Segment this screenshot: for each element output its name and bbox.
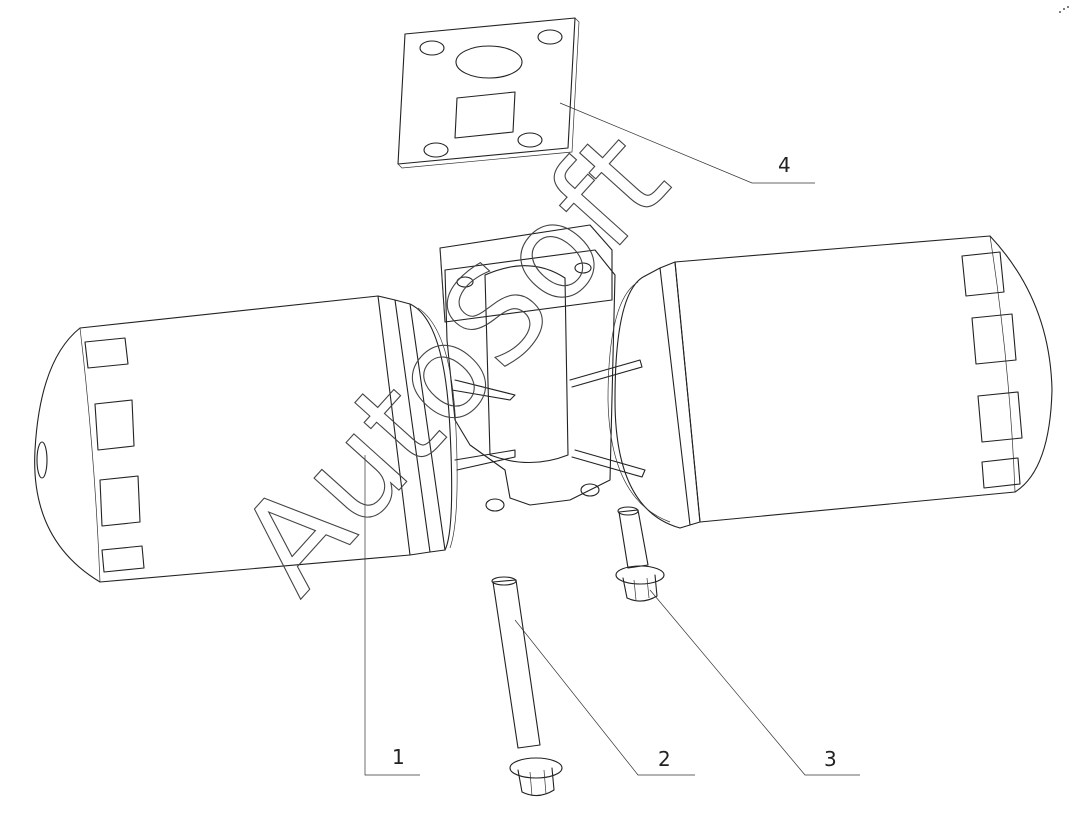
callout-2: 2 [658,747,671,771]
filter-canister-left [34,295,458,583]
short-bolt [615,506,665,602]
callout-3: 3 [824,747,837,771]
callout-4: 4 [778,153,791,177]
gasket-plate [397,17,580,169]
callout-1: 1 [392,745,405,769]
filter-canister-right [607,235,1053,529]
filter-head [439,224,646,512]
corner-mark [1059,6,1069,13]
leader-lines [364,102,860,776]
long-bolt [491,576,563,797]
